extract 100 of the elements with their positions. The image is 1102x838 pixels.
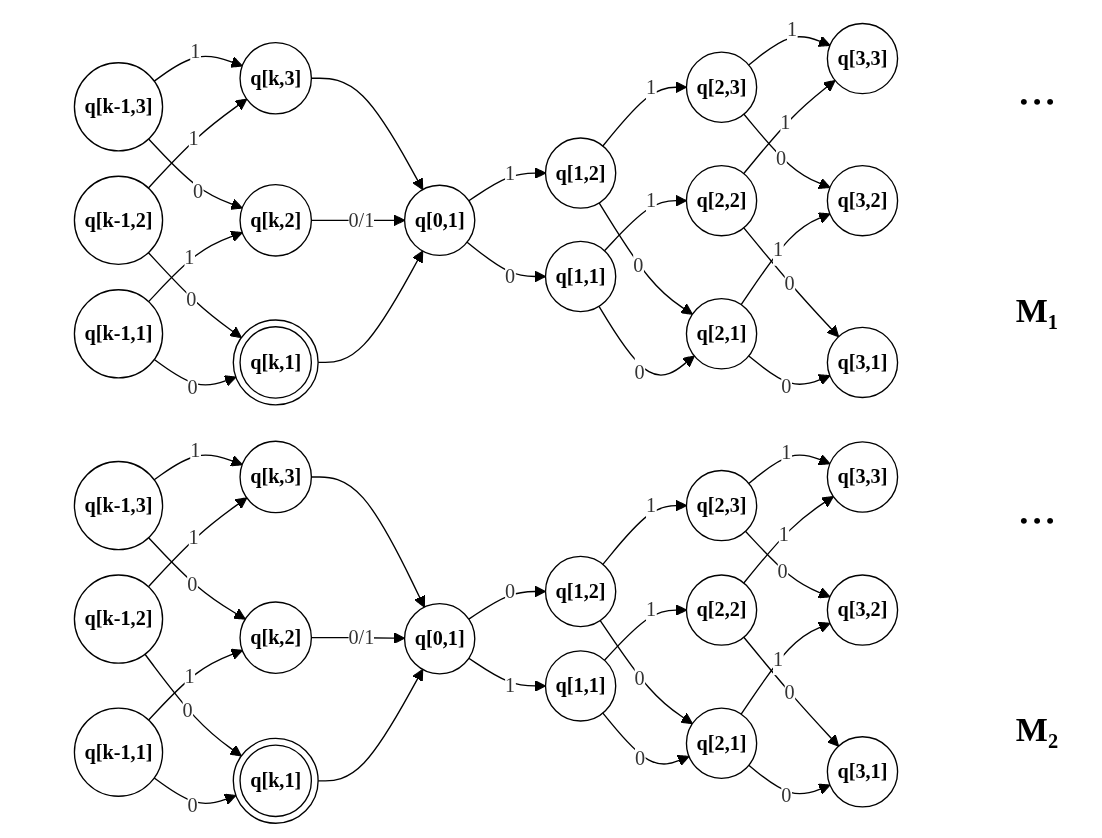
- node-circle: q[k,2]: [239, 184, 313, 257]
- node-circle: q[k-1,2]: [73, 175, 164, 266]
- edge-label: 0: [634, 361, 645, 383]
- edge-label: 0/1: [348, 626, 375, 649]
- edge-label: 0: [784, 272, 795, 295]
- edge-label: 0: [186, 288, 197, 310]
- node-circle: q[2,3]: [685, 51, 758, 123]
- arrow: [740, 212, 831, 306]
- edge-label: 0: [633, 254, 644, 277]
- edge-label: 1: [190, 40, 201, 62]
- arrow: [147, 230, 243, 303]
- edge-label: 1: [786, 18, 798, 41]
- edge-label: 1: [190, 439, 201, 461]
- arrow: [153, 454, 243, 481]
- arrow: [147, 537, 246, 620]
- node-circle: q[3,2]: [826, 164, 899, 237]
- node-circle: q[0,1]: [403, 602, 476, 675]
- edge-label: 1: [781, 441, 792, 464]
- arrow: [153, 55, 243, 82]
- edge-label: 0: [781, 784, 792, 807]
- arrow: [740, 621, 831, 715]
- edge-label: 1: [184, 246, 195, 269]
- arrow: [744, 530, 831, 599]
- edge-label: 0: [182, 699, 193, 722]
- edge-label: 1: [780, 111, 791, 134]
- node-circle: q[3,2]: [826, 574, 899, 646]
- node-circle: q[3,3]: [826, 441, 899, 513]
- arrow: [153, 777, 237, 805]
- node-circle: q[k-1,2]: [73, 574, 164, 664]
- node-circle: q[1,2]: [544, 555, 617, 628]
- edge-label: 1: [646, 189, 657, 212]
- node-circle: q[1,2]: [544, 137, 617, 209]
- arrow: [743, 495, 834, 584]
- node-circle: q[3,3]: [826, 22, 899, 95]
- machine-title: M₁: [1015, 292, 1059, 331]
- edge-label: 0: [781, 375, 792, 397]
- edge-label: 0: [505, 265, 516, 287]
- edge-label: 0: [634, 747, 646, 769]
- edge-label: 0: [192, 180, 203, 203]
- node-circle: q[k-1,3]: [73, 460, 164, 551]
- edge-label: 1: [188, 526, 199, 549]
- edge-label: 1: [646, 494, 657, 517]
- arrow: [598, 202, 693, 315]
- node-circle: q[2,1]: [685, 707, 758, 779]
- node-circle: q[k,2]: [239, 601, 313, 674]
- ellipsis-text: • • •: [1019, 507, 1055, 534]
- node-circle: q[k,1]: [232, 319, 319, 406]
- node-circle: q[1,1]: [544, 240, 617, 313]
- arrow: [147, 252, 242, 339]
- edge-label: 0: [505, 580, 516, 602]
- node-circle: q[2,2]: [685, 574, 758, 646]
- node-circle: q[k-1,1]: [73, 289, 164, 379]
- node-circle: q[0,1]: [403, 184, 476, 257]
- edge-label: 1: [778, 523, 789, 545]
- machine-title: M₂: [1015, 711, 1059, 750]
- arrow: [743, 636, 840, 747]
- edge-label: 0: [187, 573, 198, 595]
- node-circle: q[k-1,3]: [73, 62, 164, 152]
- edge-label: 0: [776, 147, 787, 170]
- edge-label: 1: [772, 648, 784, 670]
- edge-label: 0/1: [348, 209, 375, 231]
- edge-label: 1: [646, 598, 657, 621]
- node-circle: q[1,1]: [544, 650, 617, 722]
- arrow: [748, 454, 831, 485]
- edge-label: 0: [187, 376, 198, 398]
- arrow: [147, 138, 243, 210]
- arrow: [598, 305, 695, 376]
- node-circle: q[k,3]: [239, 41, 313, 115]
- node-circle: q[2,1]: [685, 298, 758, 370]
- edge-label: 1: [505, 161, 516, 184]
- edge-label: 1: [646, 76, 657, 98]
- node-circle: q[2,3]: [685, 469, 758, 542]
- edge-label: 1: [184, 665, 195, 687]
- edge-label: 1: [505, 674, 516, 697]
- node-circle: q[k-1,1]: [73, 707, 164, 797]
- edge-label: 1: [188, 127, 199, 150]
- arrow: [602, 81, 687, 147]
- node-circle: q[2,2]: [685, 164, 758, 237]
- arrow: [147, 497, 248, 588]
- arrow: [599, 619, 693, 725]
- node-circle: q[3,1]: [826, 736, 899, 808]
- arrow: [153, 358, 237, 387]
- arrow: [748, 355, 831, 386]
- arrow: [602, 499, 687, 566]
- arrow: [144, 653, 242, 757]
- edge-label: 0: [784, 681, 795, 704]
- arrow: [603, 604, 687, 661]
- arrow: [147, 648, 243, 721]
- node-circle: q[3,1]: [826, 326, 899, 399]
- edge-label: 0: [777, 560, 788, 582]
- ellipsis-text: • • •: [1019, 88, 1055, 115]
- edge-label: 0: [187, 794, 198, 816]
- arrow: [748, 35, 831, 66]
- node-circle: q[k,3]: [239, 440, 313, 514]
- arrow: [147, 98, 248, 189]
- edge-label: 1: [772, 238, 784, 261]
- arrow: [748, 764, 831, 795]
- arrow: [743, 113, 831, 189]
- arrow: [743, 227, 840, 338]
- edge-label: 0: [634, 667, 645, 690]
